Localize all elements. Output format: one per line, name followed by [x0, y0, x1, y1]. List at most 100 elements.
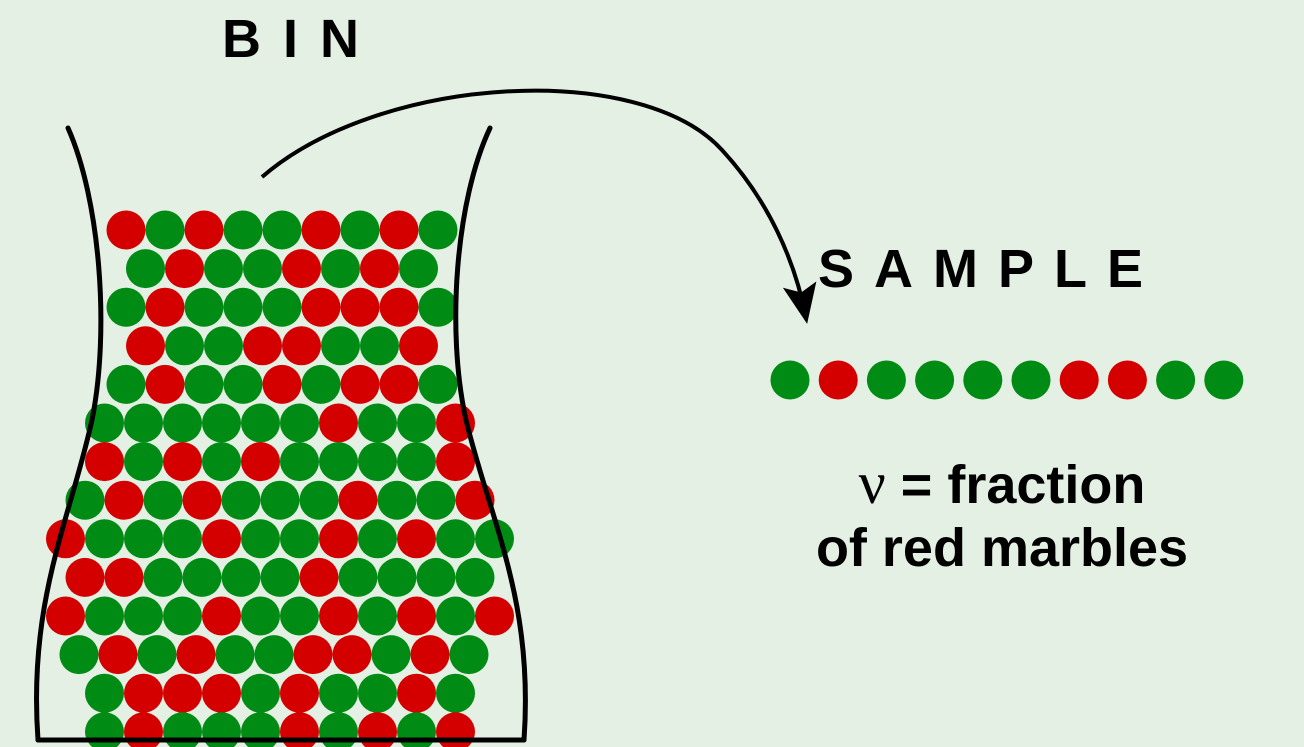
red-marble: [163, 442, 202, 482]
green-marble: [223, 364, 263, 404]
sample-green-marble: [770, 360, 810, 400]
green-marble: [254, 635, 294, 675]
red-marble: [65, 557, 105, 597]
green-marble: [221, 480, 261, 520]
green-marble: [358, 519, 397, 559]
red-marble: [379, 287, 419, 327]
sample-green-marble: [915, 360, 955, 400]
green-marble: [301, 364, 341, 404]
sample-green-marble: [1204, 360, 1244, 400]
red-marble: [399, 326, 438, 366]
red-marble: [202, 519, 241, 559]
bin-left-wall: [33, 125, 104, 743]
sample-green-marble: [963, 360, 1003, 400]
red-marble: [340, 287, 380, 327]
red-marble: [145, 364, 185, 404]
red-marble: [280, 673, 319, 713]
green-marble: [338, 557, 378, 597]
red-marble: [165, 249, 204, 289]
red-marble: [319, 596, 358, 636]
green-marble: [204, 326, 243, 366]
green-marble: [184, 364, 224, 404]
green-marble: [377, 557, 417, 597]
sample-red-marble: [818, 360, 858, 400]
green-marble: [137, 635, 177, 675]
red-marble: [98, 635, 138, 675]
green-marble: [215, 635, 255, 675]
green-marble: [436, 596, 475, 636]
red-marble: [293, 635, 333, 675]
green-marble: [455, 557, 495, 597]
fraction-caption: ν = fraction of red marbles: [752, 452, 1252, 580]
red-marble: [397, 673, 436, 713]
red-marble: [262, 364, 302, 404]
green-marble: [124, 442, 163, 482]
green-marble: [397, 403, 436, 443]
green-marble: [371, 635, 411, 675]
green-marble: [358, 673, 397, 713]
green-marble: [241, 673, 280, 713]
green-marble: [124, 596, 163, 636]
green-marble: [436, 673, 475, 713]
red-marble: [332, 635, 372, 675]
green-marble: [360, 326, 399, 366]
bin-outline: [33, 125, 528, 743]
red-marble: [182, 480, 222, 520]
green-marble: [399, 249, 438, 289]
green-marble: [85, 596, 124, 636]
green-marble: [449, 635, 489, 675]
green-marble: [377, 480, 417, 520]
caption-line-1: ν = fraction: [752, 452, 1252, 517]
red-marble: [104, 557, 144, 597]
sample-red-marble: [1059, 360, 1099, 400]
nu-symbol: ν: [858, 450, 886, 516]
red-marble: [397, 519, 436, 559]
red-marble: [46, 596, 85, 636]
green-marble: [106, 287, 146, 327]
green-marble: [85, 519, 124, 559]
red-marble: [397, 596, 436, 636]
green-marble: [262, 210, 302, 250]
green-marble: [163, 596, 202, 636]
green-marble: [182, 557, 222, 597]
green-marble: [124, 519, 163, 559]
green-marble: [202, 403, 241, 443]
green-marble: [321, 249, 360, 289]
green-marble: [280, 442, 319, 482]
red-marble: [360, 249, 399, 289]
green-marble: [124, 403, 163, 443]
green-marble: [260, 480, 300, 520]
green-marble: [436, 519, 475, 559]
red-marble: [243, 326, 282, 366]
red-marble: [85, 442, 124, 482]
sample-green-marble: [866, 360, 906, 400]
green-marble: [143, 480, 183, 520]
sample-marbles: [770, 360, 1244, 400]
red-marble: [340, 364, 380, 404]
caption-equals-fraction: = fraction: [900, 455, 1146, 515]
green-marble: [260, 557, 300, 597]
green-marble: [262, 287, 302, 327]
red-marble: [338, 480, 378, 520]
sampling-arrow: [260, 88, 817, 324]
green-marble: [321, 326, 360, 366]
red-marble: [104, 480, 144, 520]
red-marble: [202, 596, 241, 636]
red-marble: [241, 442, 280, 482]
red-marble: [301, 287, 341, 327]
red-marble: [379, 210, 419, 250]
green-marble: [59, 635, 99, 675]
red-marble: [163, 673, 202, 713]
bin-marbles: [46, 210, 514, 747]
red-marble: [282, 249, 321, 289]
red-marble: [301, 210, 341, 250]
red-marble: [106, 210, 146, 250]
green-marble: [106, 364, 146, 404]
sample-title: SAMPLE: [818, 239, 1164, 299]
green-marble: [85, 673, 124, 713]
green-marble: [397, 442, 436, 482]
green-marble: [163, 519, 202, 559]
bin-right-wall: [453, 125, 528, 743]
